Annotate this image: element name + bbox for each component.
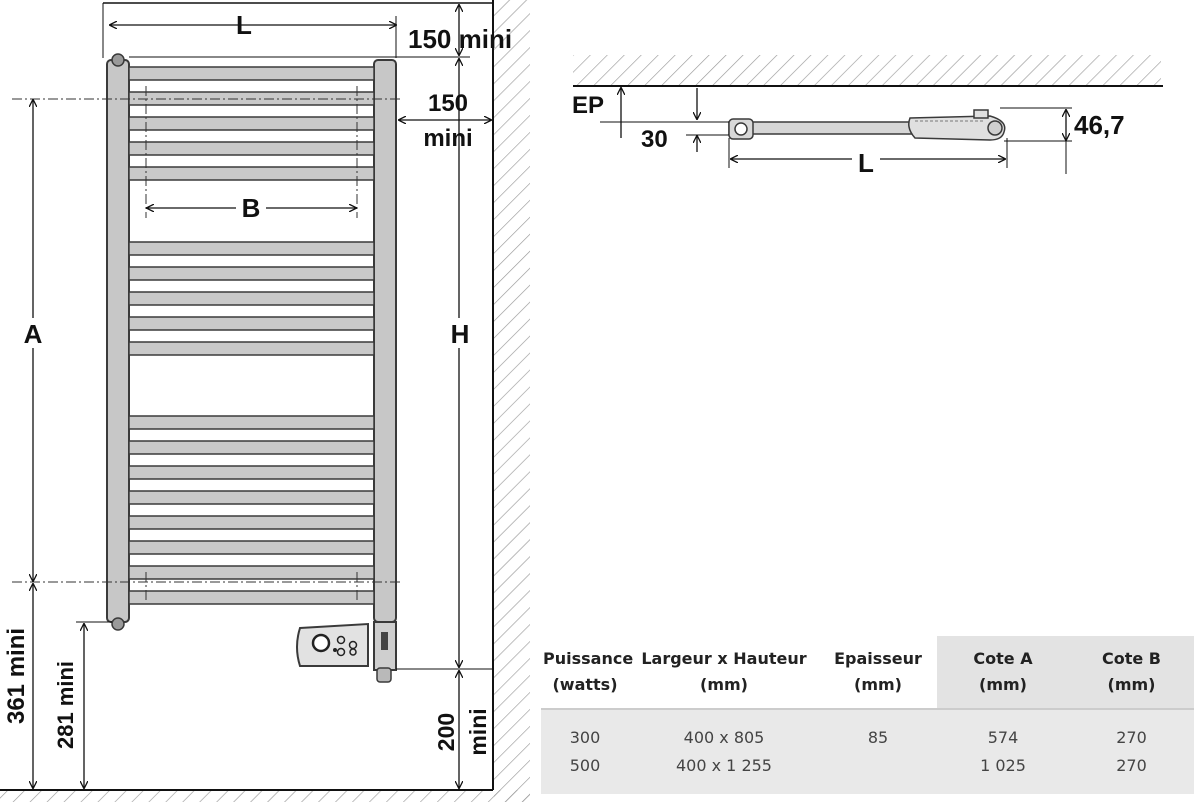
cell-cote-a: 1 025 (937, 752, 1069, 794)
table-header-row: Puissance(watts) Largeur x Hauteur(mm) E… (541, 636, 1194, 709)
power-button-icon (311, 633, 331, 653)
bar (128, 490, 375, 505)
B-label: B (242, 193, 261, 223)
clearance-200-value: 200 (433, 713, 459, 751)
clearance-200-unit: mini (465, 708, 491, 755)
H-label-bg (444, 318, 476, 348)
thermostat-control-box (296, 621, 397, 683)
header-cote-a: Cote A(mm) (937, 636, 1069, 709)
wall-hatch-top (573, 55, 1161, 86)
bottom-cap (111, 617, 125, 631)
L-plan-label-bg (852, 146, 880, 174)
cell-size: 400 x 1 255 (629, 752, 819, 794)
bar (128, 66, 375, 81)
towel-radiator (106, 53, 397, 683)
bar (128, 141, 375, 156)
cell-thickness: 85 (819, 709, 937, 752)
front-view: L 150 mini 150 mini B A H 361 mini 281 m… (0, 0, 530, 802)
bar (128, 540, 375, 555)
cell-cote-a: 574 (937, 709, 1069, 752)
dim-30-label: 30 (641, 126, 668, 153)
radiator-plan (728, 109, 1006, 141)
B-label-bg (236, 192, 266, 222)
top-clearance-label: 150 mini (408, 24, 512, 54)
bar (128, 316, 375, 331)
wall-hatch-right (494, 0, 530, 802)
bar (128, 465, 375, 480)
header-thickness: Epaisseur(mm) (819, 636, 937, 709)
table-row: 500 400 x 1 255 1 025 270 (541, 752, 1194, 794)
bar (128, 241, 375, 256)
clearance-361-label: 361 mini (3, 628, 30, 724)
cell-size: 400 x 805 (629, 709, 819, 752)
bar (128, 515, 375, 530)
side-clearance-value: 150 (428, 90, 468, 117)
clearance-281-label: 281 mini (53, 661, 78, 749)
bar (128, 341, 375, 356)
left-collector-tube (106, 59, 130, 623)
right-collector-tube (373, 59, 397, 623)
L-label: L (236, 10, 252, 40)
header-size: Largeur x Hauteur(mm) (629, 636, 819, 709)
bar (128, 266, 375, 281)
radiator-bars (128, 66, 375, 605)
H-label: H (451, 319, 470, 349)
cell-cote-b: 270 (1069, 752, 1194, 794)
bar (128, 590, 375, 605)
cell-power: 500 (541, 752, 629, 794)
top-cap (111, 53, 125, 67)
header-cote-b: Cote B(mm) (1069, 636, 1194, 709)
header-power: Puissance(watts) (541, 636, 633, 709)
top-view: EP 30 46,7 L (572, 55, 1163, 178)
bar (128, 440, 375, 455)
cell-power: 300 (541, 709, 629, 752)
side-clearance-unit: mini (423, 125, 472, 152)
bar (128, 166, 375, 181)
depth-label: 46,7 (1074, 110, 1125, 140)
bar (128, 415, 375, 430)
L-plan-label: L (858, 148, 874, 178)
cell-cote-b: 270 (1069, 709, 1194, 752)
EP-label: EP (572, 92, 604, 119)
cell-thickness (819, 752, 937, 794)
A-label-bg (18, 318, 48, 348)
A-label: A (24, 319, 43, 349)
bar (128, 565, 375, 580)
floor-hatch (0, 790, 530, 802)
spec-table: Puissance(watts) Largeur x Hauteur(mm) E… (541, 636, 1194, 794)
table-row: 300 400 x 805 85 574 270 (541, 709, 1194, 752)
bar (128, 116, 375, 131)
bar (128, 291, 375, 306)
